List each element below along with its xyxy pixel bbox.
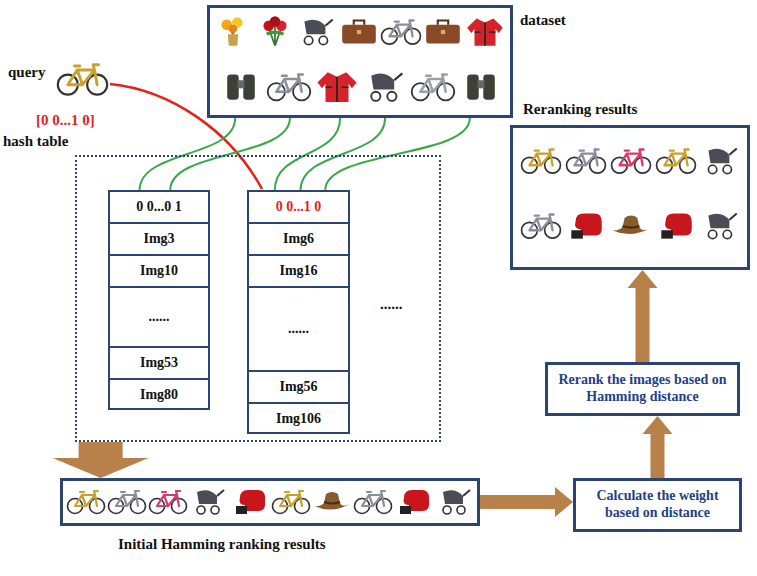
table-cell: ...... [110,286,208,346]
heading-holder: Initial Hamming ranking results [118,536,326,553]
heading-holder: Reranking results [523,101,637,118]
heading-holder: hash table [3,133,68,150]
flow-arrow [628,270,658,362]
flow-arrow-shape [480,487,573,517]
table-cell: ...... [249,286,348,370]
table-cell: Img6 [249,222,348,254]
image-id: Img80 [140,387,178,403]
results-panel: Reranking results [510,125,750,270]
ellipsis: ...... [149,309,170,325]
hash-link-line [140,118,236,190]
panel-heading: Reranking results [523,101,637,118]
image-id: Img16 [279,263,317,279]
table-cell: Img53 [110,346,208,378]
image-id: Img53 [140,355,178,371]
process-box: Rerank the images based on Hamming dista… [545,362,740,416]
table-cell: Img80 [110,378,208,410]
image-id: Img56 [279,379,317,395]
dataset-panel: dataset [207,5,513,118]
label-holder: query [8,64,46,81]
image-id: Img106 [276,411,321,427]
table-cell: Img106 [249,402,348,434]
ellipsis: ...... [288,321,309,337]
heading-holder: dataset [520,12,566,29]
image-id: Img3 [143,231,174,247]
results-strip: Initial Hamming ranking results [60,478,480,526]
flow-arrow-shape [53,442,149,478]
panel-heading: dataset [520,12,566,29]
hash-link-line [325,118,470,190]
process-text: Calculate the weight based on distance [584,488,731,521]
flow-arrow [53,442,149,478]
process-text: Rerank the images based on Hamming dista… [556,372,729,405]
bucket-code: 0 0...0 1 [110,192,208,222]
table-cell: Img56 [249,370,348,402]
hash-link [140,118,236,190]
hash-link-line [301,118,386,190]
hash-link-line [170,118,290,190]
hash-code: [0 0...1 0] [36,112,95,129]
table-cell: Img16 [249,254,348,286]
table-cell: Img3 [110,222,208,254]
query-link [110,84,262,189]
table-cell: Img10 [110,254,208,286]
flow-arrow [643,416,673,478]
strip-caption: Initial Hamming ranking results [118,536,326,553]
process-box: Calculate the weight based on distance [573,478,742,532]
panel-heading: hash table [3,133,68,150]
flow-arrow [480,487,573,517]
bucket-code: 0 0...1 0 [249,192,348,222]
flow-arrow-shape [628,270,658,362]
hash-bucket: 0 0...0 1 Img3Img10...... Img53Img80 [108,190,210,410]
hash-bucket: 0 0...1 0 Img6Img16...... Img56Img106 [247,190,350,434]
image-id: Img10 [140,263,178,279]
label-holder: [0 0...1 0] [36,112,95,129]
ellipsis: ...... [380,296,403,313]
hash-link [325,118,470,190]
hash-link [301,118,386,190]
flow-arrow-shape [643,416,673,478]
image-id: Img6 [283,231,314,247]
label-holder: ...... [380,296,403,313]
query-label: query [8,64,46,81]
hash-link [170,118,290,190]
